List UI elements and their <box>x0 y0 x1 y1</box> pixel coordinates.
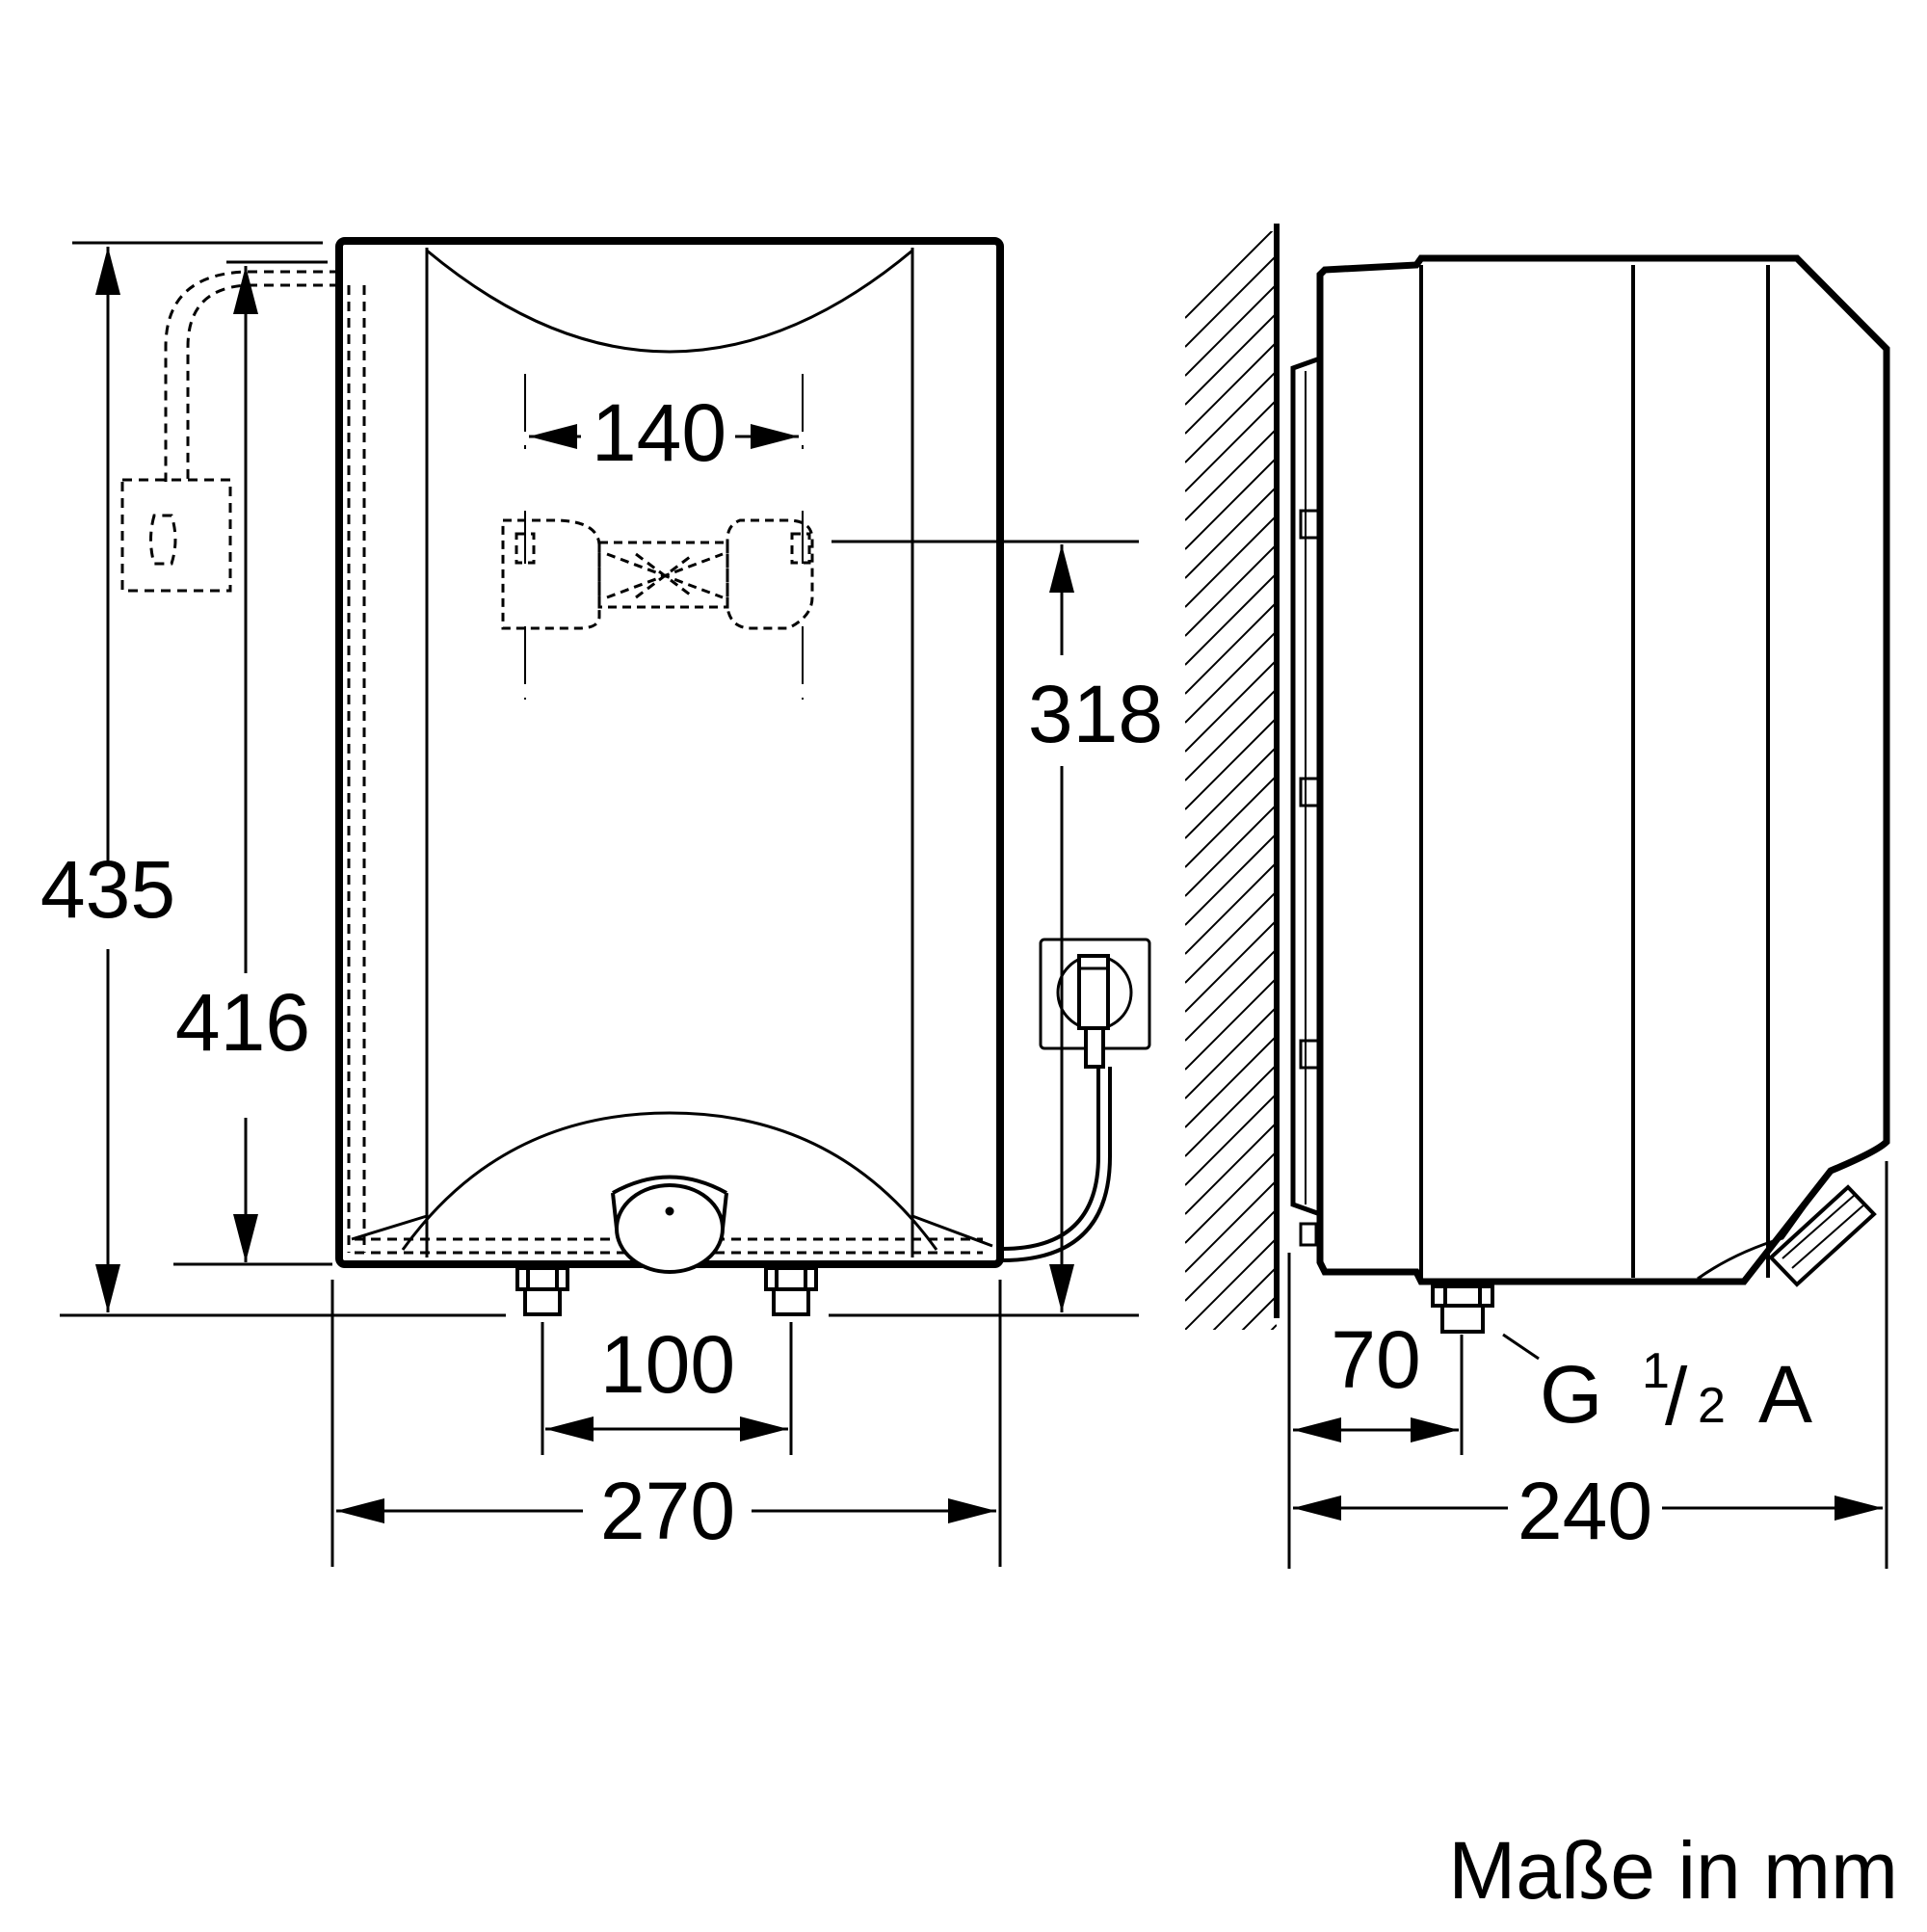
label-thread-size: G 1 / 2 A <box>1540 1343 1812 1442</box>
power-socket <box>1039 938 1151 1069</box>
pipe-fitting-left <box>515 1266 569 1316</box>
thread-suffix: A <box>1758 1349 1812 1440</box>
thread-numerator: 1 <box>1642 1343 1670 1399</box>
heater-side-outline <box>1316 254 1890 1285</box>
wall-bracket <box>501 518 814 630</box>
label-bracket-height: 318 <box>1028 669 1163 759</box>
pipe-fitting-right <box>764 1266 818 1316</box>
units-note: Maße in mm <box>1448 1825 1898 1916</box>
label-height-total: 435 <box>40 844 175 935</box>
thread-denominator: 2 <box>1698 1378 1726 1434</box>
label-pipe-offset: 70 <box>1331 1314 1420 1405</box>
thread-leader-line <box>1502 1333 1540 1361</box>
bracket-axis-lines <box>524 374 804 700</box>
thread-main: G <box>1540 1349 1602 1440</box>
front-dimensions <box>60 241 1139 1567</box>
top-panel-arc <box>426 249 913 354</box>
power-cable <box>1001 1067 1100 1251</box>
bottom-panel-arch <box>401 1111 938 1251</box>
side-dimensions <box>1287 1161 1888 1569</box>
thermostat-knob <box>611 1175 728 1274</box>
label-pipe-spacing: 100 <box>600 1319 735 1410</box>
rear-pipe-dashed <box>120 270 339 593</box>
side-view <box>1185 224 1890 1361</box>
front-view <box>120 237 1151 1316</box>
label-height-body: 416 <box>175 977 310 1068</box>
control-panel <box>1768 1184 1877 1287</box>
label-width-front: 270 <box>600 1466 735 1556</box>
side-pipe-fitting <box>1431 1284 1494 1334</box>
thread-slash: / <box>1665 1351 1688 1442</box>
wall-hatching <box>1185 231 1277 1330</box>
label-bracket-spacing: 140 <box>592 387 726 478</box>
label-depth-total: 240 <box>1518 1466 1652 1556</box>
